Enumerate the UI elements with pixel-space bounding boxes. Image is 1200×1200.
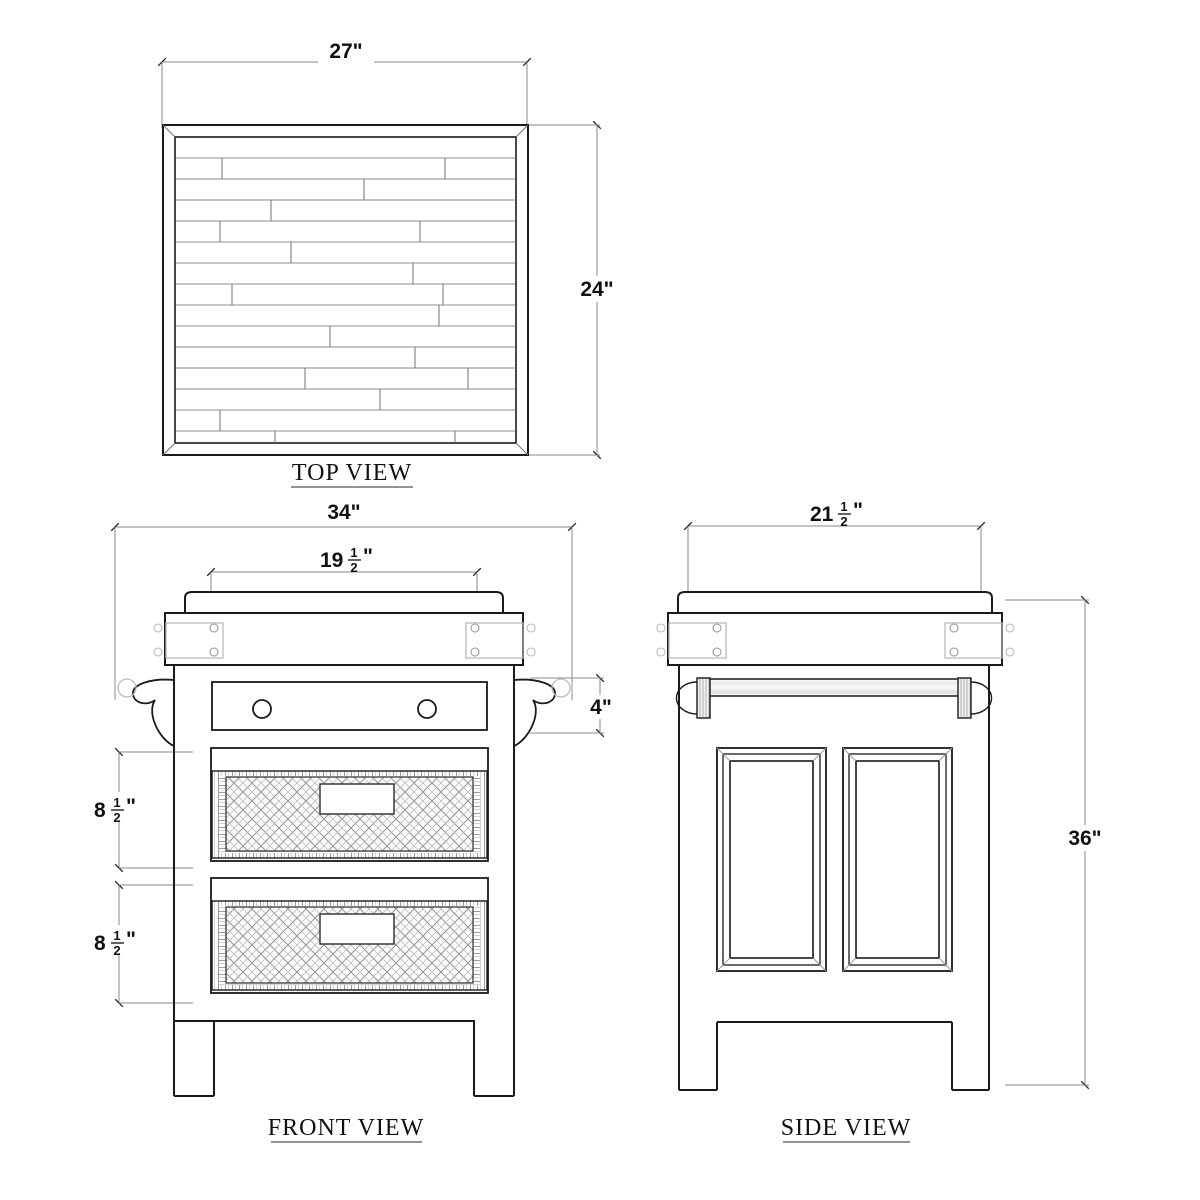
front-view-drawer[interactable] [211,681,488,731]
front-view-bracket-plate-left [153,622,224,659]
svg-text:2: 2 [840,514,847,529]
frac-unit-21: " [853,499,863,522]
front-view-corbel-right [513,678,571,747]
front-view-lower-basket-dimension: 8 1 2 " [88,880,193,1008]
front-view-top-slab [164,591,524,666]
front-view-drawer-height-dimension: 4" [530,673,621,738]
frac-den-21: 2 [840,514,847,529]
towel-bar-bracket-left [696,677,711,719]
frac-num-upper: 1 [113,795,120,810]
front-view-caption: FRONT VIEW [268,1115,424,1143]
front-view-width-dimension: 34" [110,500,577,700]
top-view-width-label: 27" [329,40,362,63]
front-view-drawer-height-label: 4" [590,696,612,719]
svg-text:1: 1 [113,928,120,943]
drawer-knob-left[interactable] [252,699,272,719]
side-view-bracket-plate-right [944,622,1015,659]
front-view-case [173,665,515,1097]
side-view-towel-bar[interactable] [675,677,993,719]
frac-num-lower: 1 [113,928,120,943]
top-view-body [162,124,529,456]
front-view-label: FRONT VIEW [268,1115,424,1141]
front-view: 34" 19 1 2 " [88,500,621,1143]
top-view-caption: TOP VIEW [291,460,413,488]
svg-text:2: 2 [113,943,120,958]
frac-num-19: 1 [350,545,357,560]
svg-text:19: 19 [320,549,343,572]
frac-whole-upper: 8 [94,799,106,822]
svg-text:1: 1 [350,545,357,560]
frac-unit-19: " [363,545,373,568]
top-view-depth-dimension: 24" [528,120,624,460]
top-view: 27" 24" [157,40,624,488]
front-view-basket-lower[interactable] [210,877,489,994]
side-view-caption: SIDE VIEW [781,1115,912,1143]
frac-den-lower: 2 [113,943,120,958]
side-view: 21 1 2 " 36" [656,497,1113,1143]
top-view-width-dimension: 27" [157,40,532,128]
frac-unit-upper: " [126,795,136,818]
svg-text:8: 8 [94,799,106,822]
top-view-plank-field [176,157,515,443]
drawer-knob-right[interactable] [417,699,437,719]
front-view-lower-basket-label: 8 1 2 " [94,928,136,958]
frac-num-21: 1 [840,499,847,514]
side-view-height-label: 36" [1068,827,1101,850]
front-view-upper-basket-label: 8 1 2 " [94,795,136,825]
frac-whole-lower: 8 [94,932,106,955]
svg-text:": " [853,499,863,522]
side-view-panel-door-right[interactable] [842,747,953,972]
frac-whole-19: 19 [320,549,343,572]
front-view-width-label: 34" [327,501,360,524]
front-view-corbel-left [117,678,175,747]
side-view-label: SIDE VIEW [781,1115,912,1141]
top-view-depth-label: 24" [580,278,613,301]
side-view-height-dimension: 36" [1005,595,1113,1090]
top-view-label: TOP VIEW [292,460,412,486]
side-view-depth-label: 21 1 2 " [810,499,863,529]
svg-text:2: 2 [113,810,120,825]
front-view-top-width-dimension: 19 1 2 " [206,542,482,600]
basket-label-plate-upper [319,783,395,815]
frac-whole-21: 21 [810,503,834,526]
frac-den-upper: 2 [113,810,120,825]
basket-label-plate-lower [319,913,395,945]
svg-text:2: 2 [350,560,357,575]
svg-text:21: 21 [810,503,834,526]
front-view-bracket-plate-right [465,622,536,659]
front-view-basket-upper[interactable] [210,747,489,862]
side-view-top-slab [667,591,1003,666]
side-view-panel-door-left[interactable] [716,747,827,972]
side-view-case [678,664,990,1091]
towel-bar-bracket-right [957,677,972,719]
side-view-depth-dimension: 21 1 2 " [683,497,986,600]
svg-text:8: 8 [94,932,106,955]
frac-unit-lower: " [126,928,136,951]
svg-text:1: 1 [840,499,847,514]
svg-text:": " [363,545,373,568]
front-view-top-width-label: 19 1 2 " [320,545,373,575]
frac-den-19: 2 [350,560,357,575]
svg-text:": " [126,928,136,951]
svg-text:1: 1 [113,795,120,810]
front-view-upper-basket-dimension: 8 1 2 " [88,747,193,873]
svg-text:": " [126,795,136,818]
side-view-bracket-plate-left [656,622,727,659]
